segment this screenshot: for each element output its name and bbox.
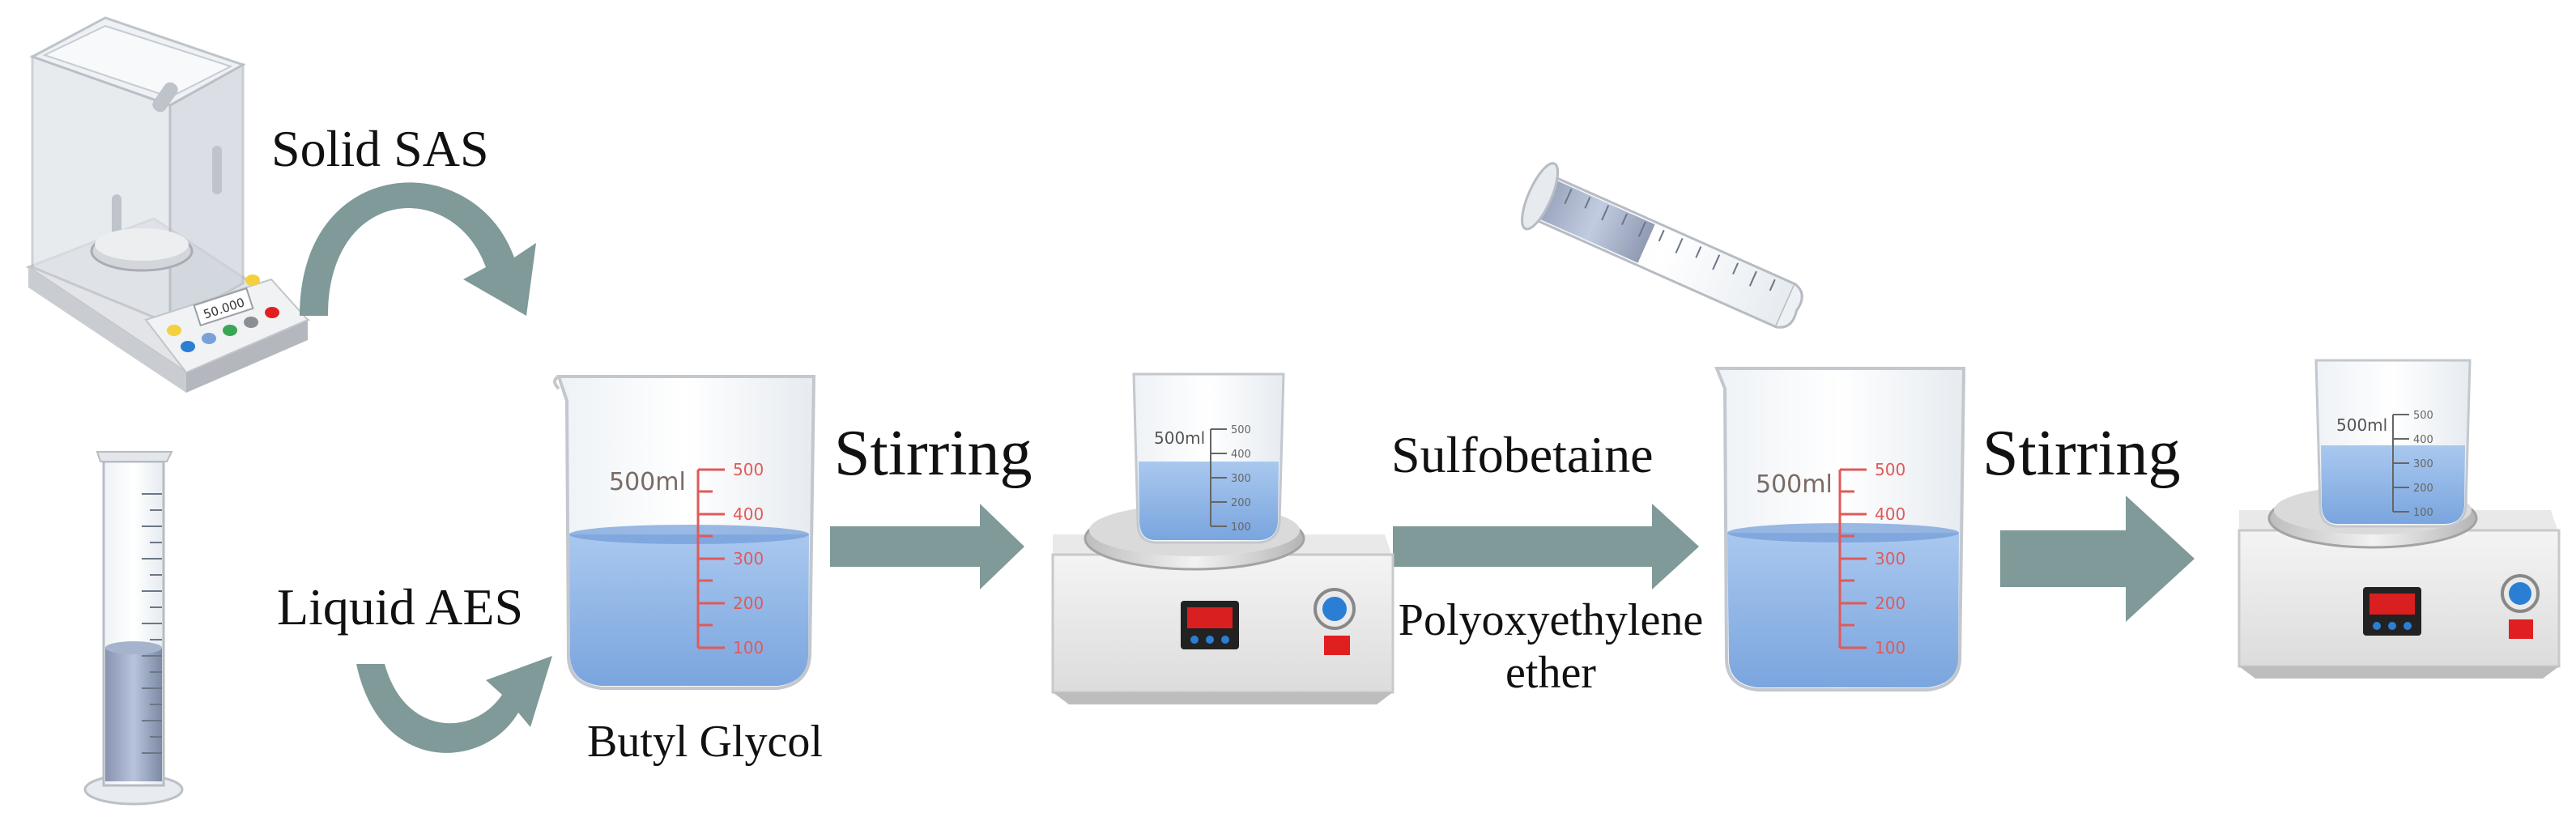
beaker-icon: 500ml 500 400 300 200 100 [553,375,816,690]
beaker-tick-label: 500 [1875,460,1905,479]
beaker-volume-label: 500ml [2336,415,2387,435]
beaker-tick-label: 100 [733,638,764,657]
beaker-icon: 500ml 500 400 300 200 100 [1132,372,1285,544]
stirring-label: Stirring [1982,418,2181,489]
beaker-icon: 500ml 500 400 300 200 100 [2314,359,2472,528]
beaker-tick-label: 200 [1875,594,1905,613]
beaker-tick-label: 400 [733,504,764,524]
beaker-tick-label: 500 [2413,410,2433,422]
beaker-tick-label: 500 [1231,424,1251,436]
beaker-tick-label: 500 [733,460,764,479]
beaker-icon: 500ml 500 400 300 200 100 [1714,367,1966,691]
liquid-aes-label: Liquid AES [277,578,524,636]
beaker-tick-label: 300 [2413,458,2433,470]
solid-sas-label: Solid SAS [271,120,489,177]
butyl-glycol-label: Butyl Glycol [587,717,823,767]
sulfobetaine-label: Sulfobetaine [1391,426,1654,483]
beaker-tick-label: 100 [2413,507,2433,519]
beaker-tick-label: 400 [1875,504,1905,524]
beaker-tick-label: 200 [733,594,764,613]
beaker-volume-label: 500ml [609,468,686,496]
beaker-tick-label: 400 [2413,434,2433,446]
beaker-volume-label: 500ml [1756,470,1833,499]
analytical-balance-icon: 50.000 [25,16,311,393]
beaker-tick-label: 300 [1875,549,1905,568]
polyoxyethylene-label-line2: ether [1505,648,1596,698]
right-arrow-icon [1393,504,1699,589]
stirring-label: Stirring [834,418,1033,489]
curved-arrow-icon [300,182,536,316]
beaker-tick-label: 100 [1875,638,1905,657]
beaker-tick-label: 300 [733,549,764,568]
beaker-volume-label: 500ml [1154,428,1205,448]
beaker-tick-label: 200 [1231,497,1251,509]
beaker-tick-label: 300 [1231,473,1251,485]
right-arrow-icon [2000,496,2195,622]
right-arrow-icon [830,504,1024,589]
polyoxyethylene-label-line1: Polyoxyethylene [1398,595,1704,645]
curved-arrow-icon [356,656,552,753]
graduated-cylinder-icon [83,451,184,806]
graduated-cylinder-icon [1521,162,1803,329]
beaker-tick-label: 100 [1231,521,1251,534]
beaker-tick-label: 400 [1231,449,1251,461]
beaker-tick-label: 200 [2413,483,2433,495]
